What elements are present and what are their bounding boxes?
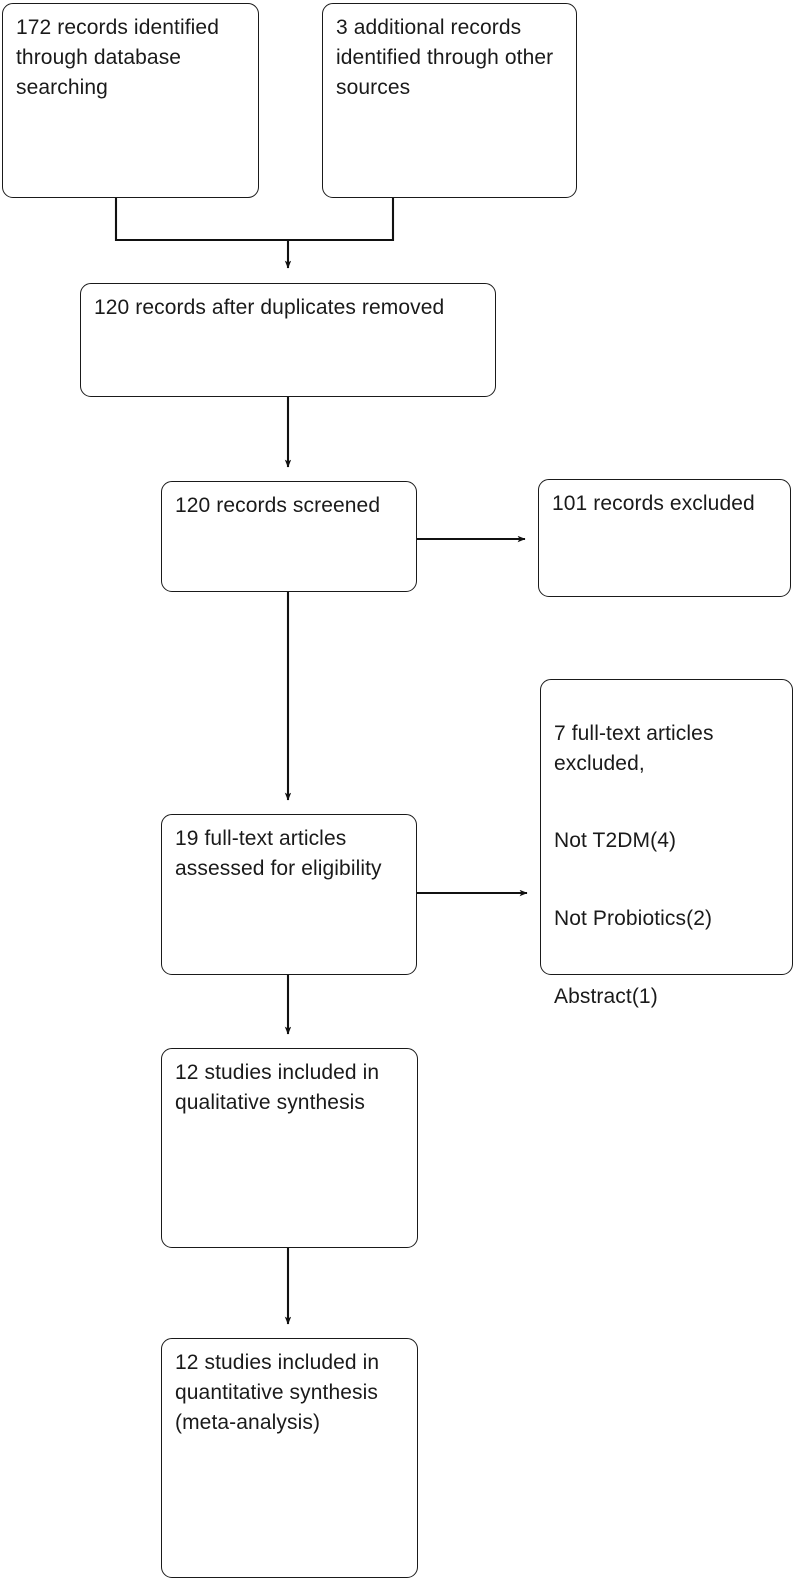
node-studies-included-quantitative: 12 studies included in quantitative synt… [161, 1338, 418, 1578]
edge-sources-to-dedup [114, 198, 395, 269]
node-records-after-duplicates-removed: 120 records after duplicates removed [80, 283, 496, 397]
fulltext-excluded-line: 7 full-text articles excluded, [554, 721, 714, 775]
node-records-screened: 120 records screened [161, 481, 417, 592]
fulltext-excluded-reason-abstract: Abstract(1) [554, 984, 658, 1008]
node-full-text-articles-excluded: 7 full-text articles excluded, Not T2DM(… [540, 679, 793, 1008]
node-full-text-articles-assessed: 19 full-text articles assessed for eligi… [161, 814, 417, 975]
node-records-identified-database: 172 records identified through database … [2, 3, 259, 198]
fulltext-excluded-reason-not-probiotics: Not Probiotics(2) [554, 906, 713, 930]
node-studies-included-qualitative: 12 studies included in qualitative synth… [161, 1048, 418, 1248]
fulltext-excluded-reason-not-t2dm: Not T2DM(4) [554, 829, 677, 853]
node-records-identified-other-sources: 3 additional records identified through … [322, 3, 577, 198]
node-records-excluded: 101 records excluded [538, 479, 791, 597]
